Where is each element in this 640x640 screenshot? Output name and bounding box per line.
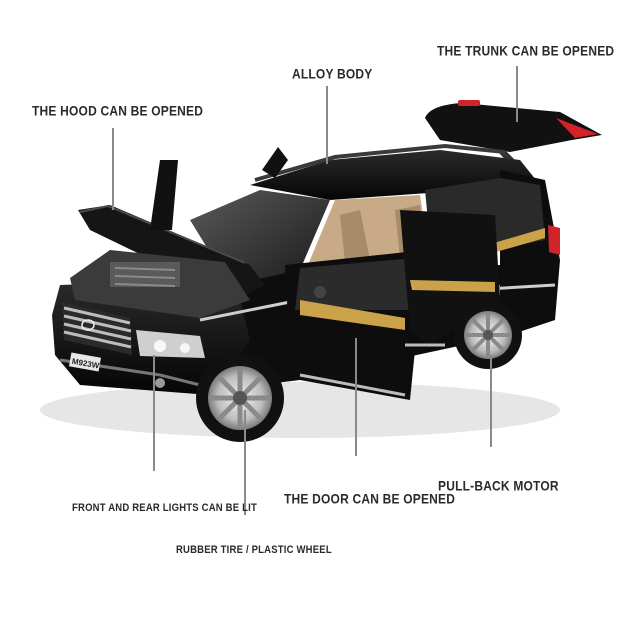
label-tire: RUBBER TIRE / PLASTIC WHEEL [176, 544, 332, 557]
leader-alloy-body [326, 86, 328, 164]
label-hood: THE HOOD CAN BE OPENED [32, 103, 204, 120]
label-alloy-body: ALLOY BODY [292, 66, 373, 83]
door-frame-rear [262, 147, 288, 178]
label-door: THE DOOR CAN BE OPENED [284, 491, 456, 508]
fog-light [155, 378, 165, 388]
headlight [136, 330, 205, 358]
door-frame [150, 160, 178, 230]
plate-bg [69, 352, 101, 372]
leader-door [355, 338, 357, 456]
label-lights: FRONT AND REAR LIGHTS CAN BE LIT [72, 502, 257, 515]
ground-shadow [40, 382, 560, 438]
label-trunk: THE TRUNK CAN BE OPENED [437, 43, 615, 60]
front-grille [62, 302, 132, 355]
front-wheel [196, 354, 284, 442]
open-hood [70, 204, 265, 318]
leader-trunk [516, 66, 518, 122]
label-motor: PULL-BACK MOTOR [438, 478, 559, 495]
leader-tire [244, 410, 246, 515]
leader-hood [112, 128, 114, 210]
leader-lights [153, 355, 155, 471]
rear-wheel [454, 301, 522, 369]
leader-motor [490, 355, 492, 447]
open-door [285, 250, 425, 400]
